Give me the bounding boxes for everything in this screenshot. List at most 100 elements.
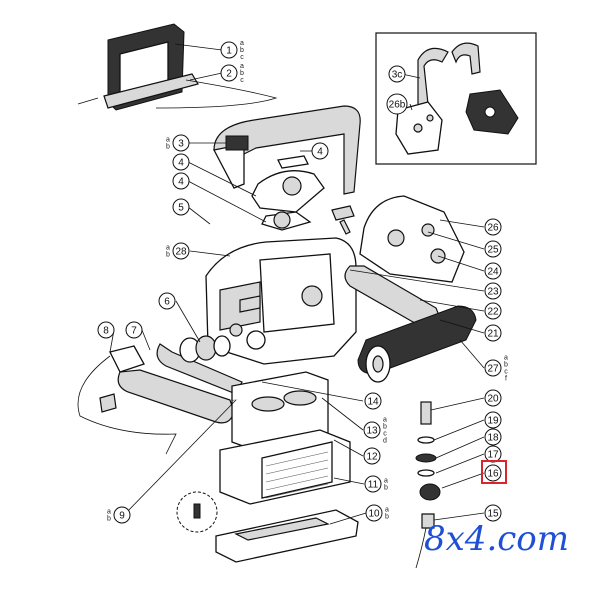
small-parts xyxy=(415,401,441,569)
callout-number: 26b xyxy=(389,100,406,111)
callout-circle xyxy=(386,93,408,115)
callout-number: 8 xyxy=(103,326,109,337)
callout-circle xyxy=(364,392,382,410)
callout-circle xyxy=(172,153,190,171)
callout-circle xyxy=(220,41,238,59)
callout-circle xyxy=(158,292,176,310)
callout-circle xyxy=(172,134,190,152)
callout-circle xyxy=(363,421,381,439)
callout-circle xyxy=(484,359,502,377)
callout-4: 4 xyxy=(172,153,190,171)
callout-circle xyxy=(220,64,238,82)
callout-number: 2 xyxy=(226,69,232,80)
callout-number: 16 xyxy=(487,469,499,480)
callout-19: 19 xyxy=(484,411,502,429)
callout-8: 8 xyxy=(97,321,115,339)
watermark-text: 8x4.com xyxy=(424,519,569,559)
callout-circle xyxy=(484,302,502,320)
motor-bracket xyxy=(77,345,177,455)
callout-number: 14 xyxy=(367,397,379,408)
callout-number: 6 xyxy=(164,297,170,308)
callout-circle xyxy=(484,428,502,446)
callout-number: 19 xyxy=(487,416,499,427)
filter-canister xyxy=(219,371,351,505)
callout-number: 13 xyxy=(366,426,378,437)
callout-circle xyxy=(172,198,190,216)
callout-circle xyxy=(388,65,406,83)
callout-number: 21 xyxy=(487,329,499,340)
callout-number: 4 xyxy=(178,177,184,188)
callout-12: 12 xyxy=(363,447,381,465)
callout-number: 17 xyxy=(487,450,499,461)
callout-6: 6 xyxy=(158,292,176,310)
callout-number: 28 xyxy=(175,247,187,258)
callout-circle xyxy=(363,447,381,465)
pulleys xyxy=(179,335,231,363)
callout-number: 3c xyxy=(392,70,403,81)
callout-number: 12 xyxy=(366,452,378,463)
callout-25: 25 xyxy=(484,240,502,258)
handle-assembly xyxy=(213,105,361,195)
callout-circle xyxy=(125,321,143,339)
callout-circle xyxy=(365,504,383,522)
callout-number: 3 xyxy=(178,139,184,150)
callout-number: 1 xyxy=(226,46,232,57)
callout-circle xyxy=(484,504,502,522)
callout-26: 26 xyxy=(484,218,502,236)
callout-circle xyxy=(484,411,502,429)
callout-circle xyxy=(484,262,502,280)
callout-number: 9 xyxy=(119,511,125,522)
callout-7: 7 xyxy=(125,321,143,339)
callout-number: 4 xyxy=(178,158,184,169)
callout-circle xyxy=(113,506,131,524)
callout-18: 18 xyxy=(484,428,502,446)
main-housing xyxy=(205,237,357,365)
callout-16: 16 xyxy=(484,464,502,482)
callout-22: 22 xyxy=(484,302,502,320)
callout-4: 4 xyxy=(311,142,329,160)
top-cover xyxy=(251,155,325,231)
callout-number: 15 xyxy=(487,509,499,520)
callout-15: 15 xyxy=(484,504,502,522)
callout-circle xyxy=(484,282,502,300)
callout-14: 14 xyxy=(364,392,382,410)
callout-number: 27 xyxy=(487,364,499,375)
power-supply xyxy=(77,23,278,111)
callout-circle xyxy=(311,142,329,160)
callout-number: 24 xyxy=(487,267,499,278)
callout-24: 24 xyxy=(484,262,502,280)
callout-5: 5 xyxy=(172,198,190,216)
callout-circle xyxy=(97,321,115,339)
callout-number: 25 xyxy=(487,245,499,256)
callout-21: 21 xyxy=(484,324,502,342)
leader-lines xyxy=(109,43,485,525)
callout-circle xyxy=(484,389,502,407)
callout-number: 4 xyxy=(317,147,323,158)
highlight-box xyxy=(481,460,507,484)
callout-26b: 26b xyxy=(386,93,408,115)
callout-number: 20 xyxy=(487,394,499,405)
callout-circle xyxy=(172,172,190,190)
callout-20: 20 xyxy=(484,389,502,407)
callout-circle xyxy=(172,242,190,260)
callout-4: 4 xyxy=(172,172,190,190)
callout-number: 26 xyxy=(487,223,499,234)
base-tray xyxy=(215,509,359,563)
callout-circle xyxy=(484,464,502,482)
callout-circle xyxy=(484,218,502,236)
